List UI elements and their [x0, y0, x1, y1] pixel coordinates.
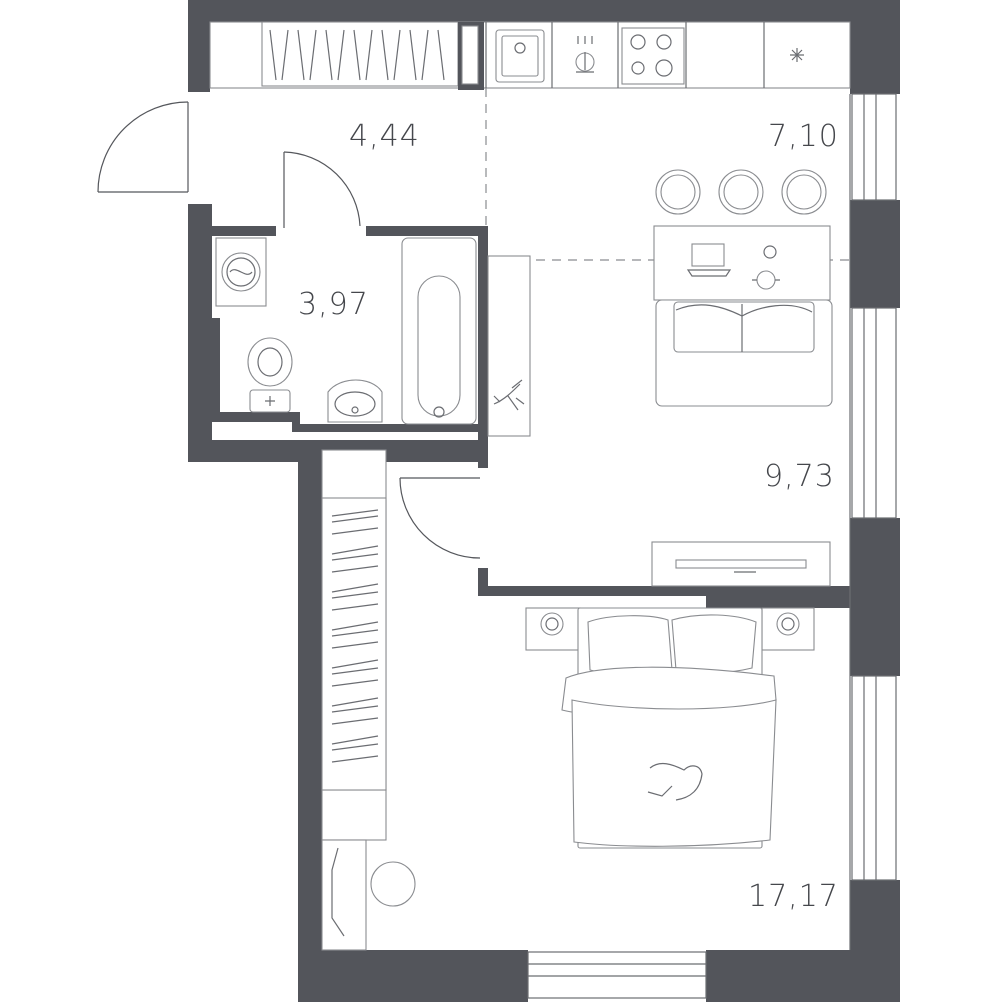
- wall-bath-top-right: [366, 226, 486, 236]
- area-label-living: 9,73: [764, 459, 835, 494]
- tv-stand: [651, 541, 831, 587]
- wall-right-4: [850, 880, 900, 1002]
- windows: [527, 93, 897, 999]
- kitchen-unit: [209, 21, 851, 90]
- bar-stools: [655, 169, 827, 215]
- bathroom-door: [283, 151, 361, 228]
- wall-corridor-top: [322, 440, 488, 450]
- wall-bath-step2: [292, 412, 300, 428]
- wall-left-bath: [188, 204, 212, 462]
- wall-bottom-left: [298, 950, 528, 1002]
- plant-shelf: [487, 255, 531, 437]
- bed: [561, 607, 777, 849]
- area-label-bathroom: 3,97: [298, 287, 369, 322]
- area-label-hall: 4,44: [349, 119, 420, 154]
- wall-bath-top-left: [212, 226, 276, 236]
- entrance-door: [97, 101, 189, 193]
- sink-icon: [495, 29, 545, 83]
- washing-machine-icon: [215, 237, 267, 307]
- nightstand-left: [525, 607, 581, 651]
- wall-bath-right: [478, 226, 488, 468]
- wall-left-bedroom: [298, 450, 322, 1002]
- walls: [188, 0, 900, 1002]
- window-bedroom: [851, 675, 897, 881]
- wall-living-bottom-right: [706, 586, 854, 608]
- area-label-kitchen: 7,10: [768, 119, 839, 154]
- hood-icon: [790, 48, 804, 62]
- dining-table: [653, 225, 831, 301]
- window-living: [851, 307, 897, 519]
- wall-right-2: [850, 200, 900, 308]
- cooktop-icon: [621, 27, 685, 85]
- wall-top-left: [188, 0, 210, 92]
- toilet-icon: [247, 337, 293, 413]
- wall-bath-step: [212, 412, 292, 422]
- wall-living-bottom-left: [478, 568, 488, 596]
- wall-living-bottom: [478, 586, 730, 596]
- window-bottom: [527, 951, 707, 999]
- window-kitchen: [851, 93, 897, 201]
- faucet-icon: [575, 36, 595, 73]
- nightstand-right: [761, 607, 815, 651]
- wardrobe-hatch: [269, 29, 445, 81]
- living-door: [399, 477, 481, 559]
- wall-bath-step3: [292, 424, 478, 432]
- area-label-bedroom: 17,17: [748, 879, 839, 914]
- bathtub-icon: [401, 237, 477, 425]
- wall-right-3: [850, 518, 900, 676]
- washbasin-icon: [327, 379, 383, 423]
- desk: [321, 839, 367, 951]
- wall-top: [188, 0, 900, 22]
- wall-bath-inner-left: [212, 318, 220, 422]
- corridor-wardrobe: [321, 449, 387, 841]
- wall-right-1: [850, 0, 900, 94]
- doors: [97, 101, 481, 559]
- sofa: [655, 299, 833, 407]
- round-chair: [370, 861, 416, 907]
